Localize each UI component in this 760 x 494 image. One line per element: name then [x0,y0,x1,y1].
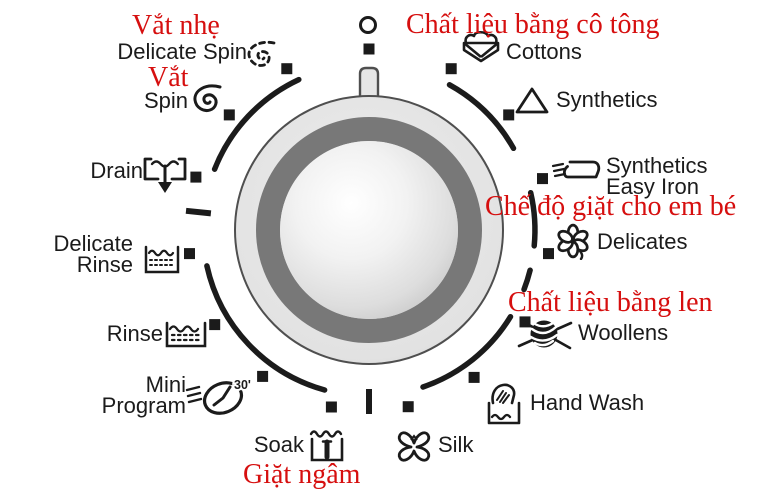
dial-arc-segment-5 [211,76,302,172]
position-marker-delicate-rinse [184,248,195,260]
position-marker-hand-wash [468,371,480,383]
label-woollens: Woollens [578,320,669,345]
delicate-spin-spiral-icon [247,40,276,67]
position-marker-synthetics [503,109,515,121]
label-synthetics-easy-iron: Synthetics Easy Iron [606,153,708,199]
silk-butterfly-icon [397,431,431,462]
delicates-flower-icon [557,223,589,260]
annotation-vi-soak: Giặt ngâm [243,459,361,490]
label-rinse: Rinse [106,321,163,346]
annotation-vi-spin: Vắt [148,62,189,93]
cottons-icon [462,30,500,63]
label-soak: Soak [253,432,304,457]
label-spin: Spin [143,88,188,113]
dial-arc-segment-0 [446,82,517,152]
spin-spiral-icon [193,84,222,112]
rinse-icon [165,321,207,348]
dial-knob[interactable] [234,66,504,365]
position-marker-off [363,43,375,55]
dial-arc-segment-1 [527,189,538,249]
position-marker-silk [402,401,414,413]
position-marker-delicate-spin [281,63,293,75]
dial-center-cap [280,141,458,319]
label-drain: Drain [90,158,143,183]
off-position-icon [359,16,377,34]
dial-arc-segment-2 [521,267,533,293]
position-marker-spin [223,109,235,121]
synthetics-easy-iron-icon [551,160,601,179]
label-delicate-spin: Delicate Spin [117,39,247,64]
position-marker-soak [325,401,337,413]
position-marker-rinse [209,319,221,331]
annotation-vi-woollens: Chất liệu bằng len [508,287,713,318]
position-marker-synthetics-easy-iron [537,173,548,185]
position-marker-cottons [445,63,457,75]
label-mini-program-line2: Program [101,393,186,418]
label-mini-program: Mini Program [101,372,186,418]
annotation-vi-cottons: Chất liệu bằng cô tông [406,9,660,40]
label-delicate-rinse-line2: Rinse [76,252,133,277]
dial-position-markers [184,43,554,414]
position-marker-mini-program [257,370,269,382]
group-divider-tick-1 [185,207,212,217]
dial-arc-segment-4 [204,263,328,393]
label-synthetics-easy-iron-line1: Synthetics [606,153,708,178]
label-synthetics: Synthetics [556,87,658,112]
dial-arc-segment-3 [420,313,514,390]
mini-program-clock-icon: 30' [185,376,253,415]
soak-icon [309,430,344,462]
synthetics-icon [515,87,549,114]
annotation-vi-delicates: Chế độ giặt cho em bé [485,191,737,222]
hand-wash-icon [487,383,521,425]
position-marker-delicates [543,248,554,260]
woollens-yarn-icon [517,319,573,350]
label-mini-program-line1: Mini [145,372,186,397]
label-synthetics-easy-iron-line2: Easy Iron [606,174,699,199]
label-delicate-rinse-line1: Delicate [53,231,133,256]
delicate-rinse-icon [144,245,180,274]
dial-pointer-indicator [358,66,380,100]
annotation-vi-delicate-spin: Vắt nhẹ [132,10,220,41]
drain-icon [143,157,187,193]
label-delicate-rinse: Delicate Rinse [53,231,133,277]
label-delicates: Delicates [597,229,688,254]
dial-grip-ring [256,117,482,343]
label-hand-wash: Hand Wash [530,390,645,415]
label-silk: Silk [438,432,474,457]
position-marker-drain [190,171,202,183]
mini-program-duration-badge: 30' [234,378,251,392]
label-cottons: Cottons [506,39,582,64]
